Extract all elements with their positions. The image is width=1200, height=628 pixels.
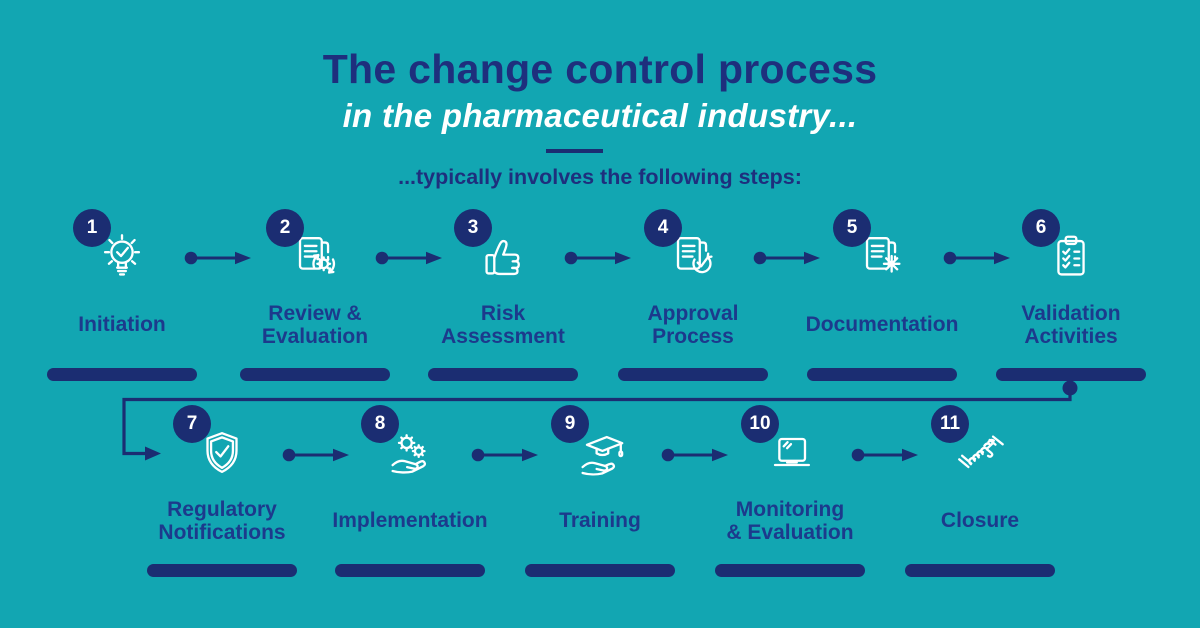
flow-arrow-icon bbox=[753, 250, 821, 266]
step-underline-bar bbox=[147, 564, 297, 577]
step-number-badge: 5 bbox=[833, 209, 871, 247]
step-label: Training bbox=[559, 509, 641, 533]
step-label: Implementation bbox=[332, 509, 488, 533]
step-number-badge: 8 bbox=[361, 405, 399, 443]
step-label: Regulatory Notifications bbox=[158, 497, 286, 544]
flow-arrow-icon bbox=[661, 447, 729, 463]
step-label: Review & Evaluation bbox=[261, 301, 369, 348]
step-review-evaluation: 2 Review & Evaluation bbox=[230, 205, 400, 395]
step-approval-process: 4 Approval Process bbox=[608, 205, 778, 395]
step-underline-bar bbox=[807, 368, 957, 381]
flow-arrow-icon bbox=[851, 447, 919, 463]
step-number-badge: 9 bbox=[551, 405, 589, 443]
flow-arrow-icon bbox=[184, 250, 252, 266]
step-label: Validation Activities bbox=[1021, 301, 1121, 348]
thumbs-up-icon bbox=[474, 229, 532, 287]
step-label: Initiation bbox=[78, 313, 166, 337]
graduation-cap-hand-icon bbox=[571, 425, 629, 483]
laptop-icon bbox=[761, 425, 819, 483]
title-divider bbox=[546, 149, 603, 153]
step-underline-bar bbox=[240, 368, 390, 381]
step-number-badge: 2 bbox=[266, 209, 304, 247]
step-implementation: 8 Implementation bbox=[325, 401, 495, 591]
step-label: Monitoring & Evaluation bbox=[726, 497, 854, 544]
step-number-badge: 11 bbox=[931, 405, 969, 443]
step-closure: 11 Closure bbox=[895, 401, 1065, 591]
hand-gears-icon bbox=[381, 425, 439, 483]
step-training: 9 Training bbox=[515, 401, 685, 591]
step-risk-assessment: 3 Risk Assessment bbox=[418, 205, 588, 395]
step-underline-bar bbox=[47, 368, 197, 381]
step-number-badge: 7 bbox=[173, 405, 211, 443]
tagline: ...typically involves the following step… bbox=[398, 165, 802, 189]
document-gear-sync-icon bbox=[286, 229, 344, 287]
flow-arrow-icon bbox=[375, 250, 443, 266]
flow-arrow-icon bbox=[471, 447, 539, 463]
step-label: Closure bbox=[940, 509, 1020, 533]
step-underline-bar bbox=[996, 368, 1146, 381]
step-underline-bar bbox=[428, 368, 578, 381]
step-underline-bar bbox=[618, 368, 768, 381]
step-initiation: 1 Initiation bbox=[37, 205, 207, 395]
page-subtitle: in the pharmaceutical industry... bbox=[342, 97, 858, 134]
clipboard-checklist-icon bbox=[1042, 229, 1100, 287]
step-underline-bar bbox=[525, 564, 675, 577]
flow-arrow-icon bbox=[564, 250, 632, 266]
step-underline-bar bbox=[715, 564, 865, 577]
step-regulatory-notifications: 7 Regulatory Notifications bbox=[137, 401, 307, 591]
page-title: The change control process bbox=[322, 46, 878, 92]
step-number-badge: 3 bbox=[454, 209, 492, 247]
step-number-badge: 10 bbox=[741, 405, 779, 443]
step-label: Documentation bbox=[805, 313, 959, 337]
step-number-badge: 1 bbox=[73, 209, 111, 247]
step-validation-activities: 6 Validation Activities bbox=[986, 205, 1156, 395]
document-approved-icon bbox=[664, 229, 722, 287]
step-underline-bar bbox=[905, 564, 1055, 577]
step-number-badge: 4 bbox=[644, 209, 682, 247]
step-monitoring-evaluation: 10 Monitoring & Evaluation bbox=[705, 401, 875, 591]
step-label: Risk Assessment bbox=[441, 301, 565, 348]
step-underline-bar bbox=[335, 564, 485, 577]
shield-check-icon bbox=[193, 425, 251, 483]
step-number-badge: 6 bbox=[1022, 209, 1060, 247]
step-label: Approval Process bbox=[647, 301, 739, 348]
handshake-icon bbox=[951, 425, 1009, 483]
flow-arrow-icon bbox=[943, 250, 1011, 266]
lightbulb-check-icon bbox=[93, 229, 151, 287]
flow-arrow-icon bbox=[282, 447, 350, 463]
document-asterisk-icon bbox=[853, 229, 911, 287]
step-documentation: 5 Documentation bbox=[797, 205, 967, 395]
